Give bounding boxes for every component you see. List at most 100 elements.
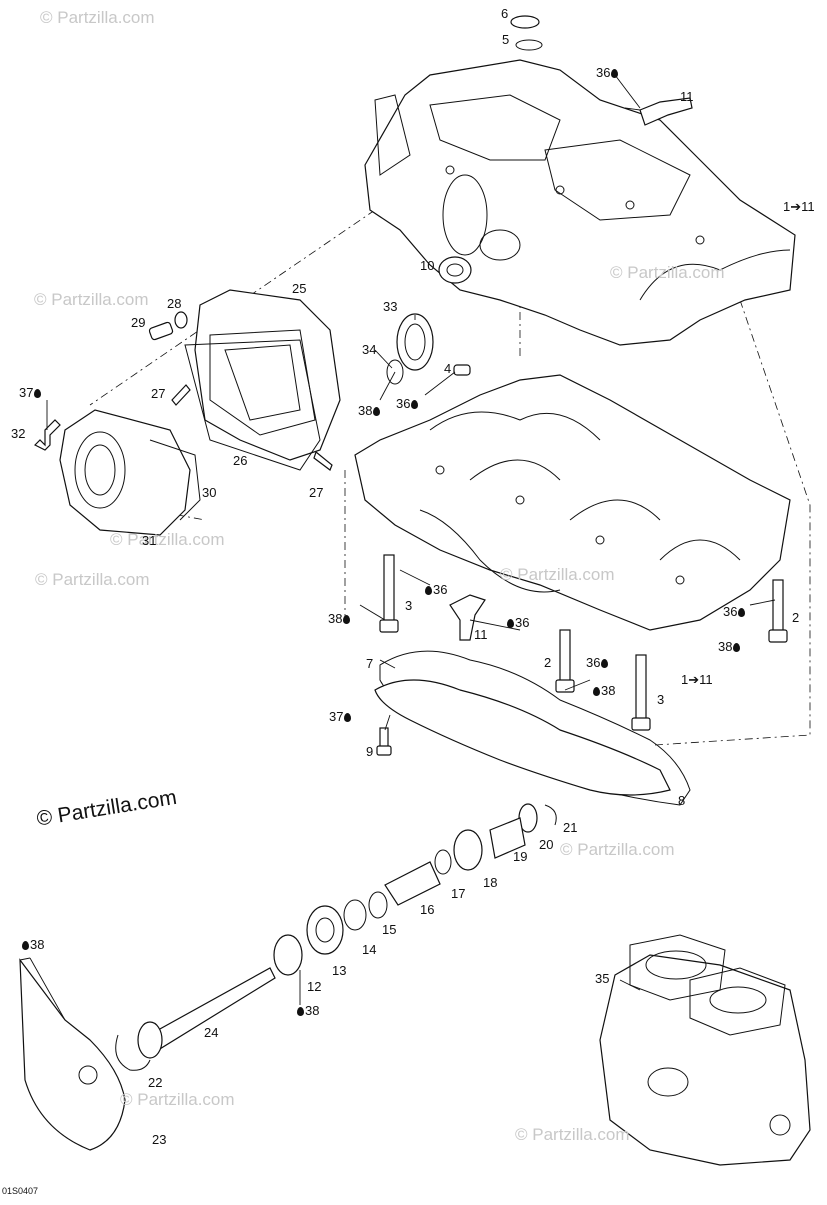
callout-label: 14: [362, 943, 376, 956]
callout-label: 38: [358, 404, 381, 417]
bolt-part-32: [33, 419, 61, 451]
callout-label: 16: [420, 903, 434, 916]
callout-number: 20: [539, 837, 554, 852]
callout-label: 20: [539, 838, 553, 851]
callout-label: 3: [657, 693, 664, 706]
callout-label: 11: [680, 90, 694, 103]
callout-number: 38: [30, 937, 45, 952]
callout-number: 37: [19, 385, 34, 400]
callout-number: 36: [596, 65, 611, 80]
leader-38: [19, 957, 66, 1021]
callout-number: 14: [362, 942, 377, 957]
callout-number: 25: [292, 281, 307, 296]
callout-number: 12: [307, 979, 322, 994]
watermark: © Partzilla.com: [560, 840, 675, 859]
callout-number: 3: [405, 598, 413, 613]
callout-number: 27: [309, 485, 324, 500]
callout-label: 32: [11, 427, 25, 440]
upper-crankcase: [364, 59, 796, 346]
fitting-part-11: [639, 97, 693, 126]
callout-label: 21: [563, 821, 577, 834]
callout-label: 36: [424, 583, 447, 596]
callout-label: 38: [592, 684, 615, 697]
washer-part-28: [174, 311, 188, 329]
callout-number: 24: [204, 1025, 219, 1040]
callout-label: 27: [151, 387, 165, 400]
callout-number: 36: [586, 655, 601, 670]
callout-number: 36: [396, 396, 411, 411]
callout-number: 19: [513, 849, 528, 864]
callout-number: 29: [131, 315, 146, 330]
callout-number: 1➔11: [783, 199, 815, 214]
callout-number: 38: [601, 683, 616, 698]
leader-38: [359, 604, 386, 621]
bolt-part-3b: [635, 654, 647, 726]
callout-number: 2: [792, 610, 800, 625]
watermark: © Partzilla.com: [120, 1090, 235, 1109]
leader-36: [424, 371, 456, 396]
callout-number: 7: [366, 656, 374, 671]
watermark: © Partzilla.com: [35, 570, 150, 589]
callout-number: 11: [680, 89, 694, 104]
gasket-part-8: [374, 679, 671, 796]
callout-label: 4: [444, 362, 451, 375]
callout-number: 6: [501, 6, 509, 21]
callout-label: 10: [420, 259, 434, 272]
callout-number: 32: [11, 426, 26, 441]
assembly-line: [89, 209, 376, 406]
pin-part-27b: [313, 450, 333, 471]
lubricant-drop-icon: [738, 608, 746, 617]
lower-crankcase: [354, 374, 791, 631]
rotary-valve-cover: [194, 289, 341, 461]
leader-38: [564, 679, 591, 691]
leader-11: [624, 107, 641, 111]
callout-number: 8: [678, 793, 686, 808]
callout-label: 1➔11: [783, 200, 815, 213]
callout-number: 28: [167, 296, 182, 311]
callout-label: 19: [513, 850, 527, 863]
callout-label: 38: [296, 1004, 319, 1017]
lubricant-drop-icon: [425, 586, 432, 595]
callout-label: 6: [501, 7, 508, 20]
callout-number: 38: [305, 1003, 320, 1018]
fitting-part-11b: [449, 594, 486, 641]
callout-label: 12: [307, 980, 321, 993]
watermark: © Partzilla.com: [110, 530, 225, 549]
callout-label: 34: [362, 343, 376, 356]
leader-38: [379, 371, 396, 401]
callout-label: 11: [474, 628, 488, 641]
engine-assembly-part-35: [599, 934, 811, 1166]
callout-label: 5: [502, 33, 509, 46]
callout-label: 37: [19, 386, 42, 399]
lubricant-drop-icon: [507, 619, 514, 628]
leader-7: [379, 659, 396, 669]
callout-number: 27: [151, 386, 166, 401]
washer-part-14: [343, 899, 367, 931]
callout-number: 30: [202, 485, 217, 500]
diagram-code: 01S0407: [2, 1186, 39, 1196]
lubricant-drop-icon: [22, 941, 29, 950]
callout-label: 25: [292, 282, 306, 295]
pin-part-27: [171, 384, 191, 406]
callout-label: 7: [366, 657, 373, 670]
callout-number: 18: [483, 875, 498, 890]
circlip-part-21: [544, 804, 557, 826]
lubricant-drop-icon: [373, 407, 381, 416]
watermark: © Partzilla.com: [515, 1125, 630, 1144]
o-ring-part-34: [386, 359, 404, 385]
callout-number: 33: [383, 299, 398, 314]
watermark: © Partzilla.com: [610, 263, 725, 282]
callout-number: 38: [718, 639, 733, 654]
lubricant-drop-icon: [611, 69, 619, 78]
callout-number: 38: [358, 403, 373, 418]
callout-number: 36: [723, 604, 738, 619]
callout-label: 35: [595, 972, 609, 985]
callout-number: 21: [563, 820, 578, 835]
callout-label: 2: [544, 656, 551, 669]
callout-label: 13: [332, 964, 346, 977]
callout-number: 3: [657, 692, 665, 707]
callout-number: 26: [233, 453, 248, 468]
bolt-part-2a: [559, 629, 571, 686]
callout-number: 4: [444, 361, 452, 376]
